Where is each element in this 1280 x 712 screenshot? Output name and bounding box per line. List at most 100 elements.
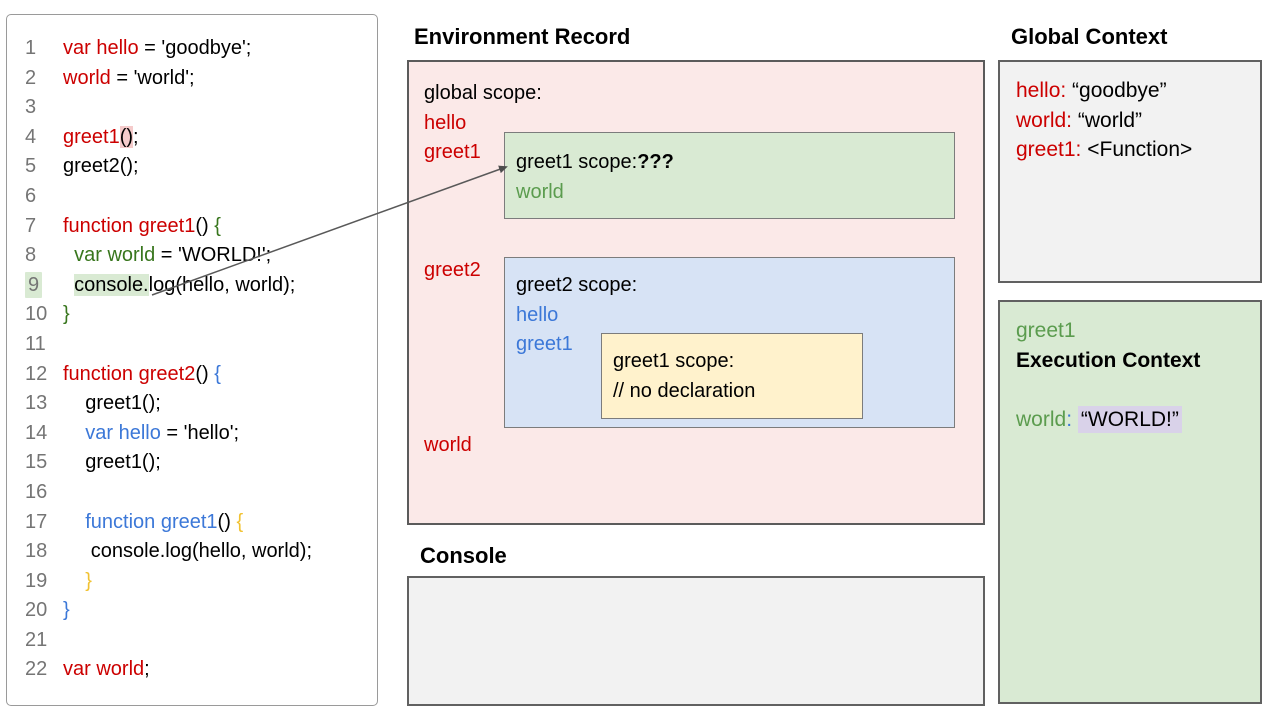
code-line: 4 greet1(); <box>25 123 377 153</box>
line-number: 5 <box>25 155 37 178</box>
global-scope-label: global scope: <box>424 82 542 104</box>
code-line: 1 var hello = 'goodbye'; <box>25 34 377 64</box>
greet1-scope-box: greet1 scope:??? world <box>504 132 955 219</box>
line-number: 17 <box>25 510 48 533</box>
code-text: var world = 'WORLD!'; <box>63 244 272 267</box>
code-text: greet2(); <box>63 155 139 178</box>
code-line: 13 greet1(); <box>25 389 377 419</box>
code-line: 21 <box>25 626 377 656</box>
global-var-greet1: greet1 <box>424 141 481 164</box>
code-text: console.log(hello, world); <box>63 540 313 563</box>
execution-context-colon: : <box>1066 407 1073 431</box>
code-text: var hello = 'hello'; <box>63 421 240 444</box>
line-number: 8 <box>25 244 37 267</box>
execution-context-title: Execution Context <box>1016 348 1201 372</box>
execution-context-space <box>1072 408 1078 431</box>
code-line: 14 var hello = 'hello'; <box>25 419 377 449</box>
code-line: 20} <box>25 596 377 626</box>
code-line: 10} <box>25 300 377 330</box>
spacer-line <box>1016 375 1260 405</box>
greet1-scope-var-world: world <box>516 180 564 203</box>
global-var-greet2: greet2 <box>424 259 481 281</box>
code-text: function greet1() { <box>63 510 244 533</box>
code-line: 17 function greet1() { <box>25 508 377 538</box>
global-context-entry: hello: “goodbye” <box>1016 76 1260 106</box>
execution-context-var-name: world <box>1016 407 1067 431</box>
line-number: 13 <box>25 392 48 415</box>
variable-value: “goodbye” <box>1066 79 1167 102</box>
line-number: 22 <box>25 658 48 681</box>
greet1-scope-title: greet1 scope: <box>516 151 638 173</box>
environment-record-title: Environment Record <box>414 24 631 49</box>
greet1-scope-title-line: greet1 scope:??? <box>516 148 954 178</box>
variable-name: hello: <box>1016 79 1067 102</box>
greet1-scope-question-marks: ??? <box>637 151 674 173</box>
line-number: 3 <box>25 96 37 119</box>
global-context-entries: hello: “goodbye”world: “world”greet1: <F… <box>1016 76 1260 165</box>
execution-context-value: “WORLD!” <box>1077 405 1182 433</box>
code-line: 18 console.log(hello, world); <box>25 537 377 567</box>
code-lines: 1 var hello = 'goodbye'; 2 world = 'world';… <box>25 34 377 685</box>
greet2-scope-var-greet1: greet1 <box>516 333 573 356</box>
execution-context-var-line: world: “WORLD!” <box>1016 405 1260 435</box>
line-number: 12 <box>25 362 48 385</box>
code-line: 7 function greet1() { <box>25 212 377 242</box>
code-text: var world; <box>63 658 150 681</box>
execution-context-function-name: greet1 <box>1016 319 1076 342</box>
line-number: 4 <box>25 125 37 148</box>
code-line: 16 <box>25 478 377 508</box>
code-line: 12 function greet2() { <box>25 360 377 390</box>
line-number: 15 <box>25 451 48 474</box>
code-line: 3 <box>25 93 377 123</box>
line-number: 6 <box>25 184 37 207</box>
code-line: 19 } <box>25 567 377 597</box>
global-context-box: hello: “goodbye”world: “world”greet1: <F… <box>998 60 1262 283</box>
inner-greet1-scope-comment: // no declaration <box>613 379 756 402</box>
global-scope-vars: global scope: hello greet1 <box>424 79 542 168</box>
line-number: 16 <box>25 480 48 503</box>
variable-name: world: <box>1016 108 1073 132</box>
global-context-title: Global Context <box>1011 24 1168 49</box>
execution-context-box: greet1 Execution Context world: “WORLD!” <box>998 300 1262 704</box>
code-text: function greet2() { <box>63 362 221 385</box>
greet2-scope-title: greet2 scope: <box>516 274 638 296</box>
code-text: } <box>63 599 70 622</box>
variable-value: <Function> <box>1081 138 1193 162</box>
code-text: greet1(); <box>63 392 161 415</box>
code-line: 5 greet2(); <box>25 152 377 182</box>
line-number: 7 <box>25 214 37 237</box>
code-line: 15 greet1(); <box>25 448 377 478</box>
line-number: 2 <box>25 66 37 89</box>
greet2-scope-box: greet2 scope: hello greet1 greet1 scope:… <box>504 257 955 428</box>
code-line: 11 <box>25 330 377 360</box>
line-number: 1 <box>25 37 37 59</box>
greet2-scope-var-hello: hello <box>516 303 559 326</box>
global-var-hello: hello <box>424 111 467 134</box>
console-output-box <box>407 576 985 706</box>
code-text: function greet1() { <box>63 214 221 237</box>
line-number: 19 <box>25 569 48 592</box>
console-title: Console <box>420 543 507 568</box>
line-number: 21 <box>25 628 48 651</box>
code-line: 6 <box>25 182 377 212</box>
line-number: 10 <box>25 303 48 326</box>
code-line: 8 var world = 'WORLD!'; <box>25 241 377 271</box>
line-number: 20 <box>25 599 48 622</box>
code-text: console.log(hello, world); <box>74 273 296 296</box>
code-text: } <box>63 569 92 592</box>
code-line: 9 console.log(hello, world); <box>25 271 377 301</box>
code-text: var hello = 'goodbye'; <box>63 37 252 59</box>
code-text: } <box>63 303 70 326</box>
code-text: world = 'world'; <box>63 66 195 89</box>
code-text: greet1(); <box>63 451 161 474</box>
inner-greet1-scope-box: greet1 scope: // no declaration <box>601 333 863 419</box>
line-number: 14 <box>25 421 48 444</box>
inner-greet1-scope-title: greet1 scope: <box>613 350 735 372</box>
global-var-world: world <box>424 434 472 456</box>
line-number: 18 <box>25 540 48 563</box>
variable-name: greet1: <box>1016 138 1082 162</box>
global-context-entry: world: “world” <box>1016 106 1260 136</box>
code-text: greet1(); <box>63 125 139 148</box>
code-line: 22 var world; <box>25 655 377 685</box>
